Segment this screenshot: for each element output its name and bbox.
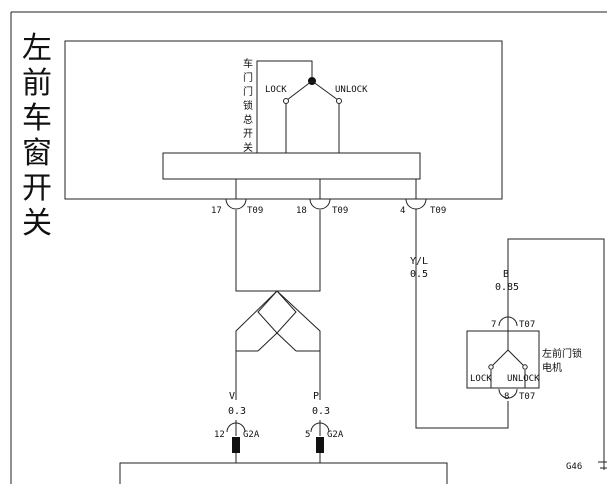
connector-name: T09	[430, 206, 446, 216]
motor-lock-wire	[490, 370, 508, 389]
connector-t09-pin4: 4 T09	[400, 198, 446, 216]
connector-g2a-pin5: 5 G2A	[305, 422, 344, 453]
switch-arm-unlock	[311, 80, 339, 101]
motor-arm-unlock	[507, 349, 525, 367]
module-title-char: 窗	[22, 136, 52, 171]
connector-arc	[310, 422, 330, 433]
wire-yl-pin4-to-motor	[415, 209, 509, 429]
main-door-lock-switch: 车 门 门 锁 总 开 关 LOCK UNLOCK	[243, 57, 368, 154]
connector-t09-pin17: 17 T09	[211, 198, 263, 216]
motor-arm-lock	[491, 349, 509, 367]
connector-name: G2A	[327, 430, 344, 440]
switch-label-char: 门	[243, 85, 253, 98]
motor-unlock-contact	[522, 364, 528, 370]
module-title-char: 左	[22, 31, 52, 66]
switch-arm-lock	[286, 80, 313, 101]
connector-t07-pin7: 7 T07	[491, 316, 535, 330]
motor-label: 电机	[542, 361, 562, 374]
switch-connector-bar	[162, 152, 421, 180]
wire-color-p: P	[313, 391, 319, 402]
connector-name: T07	[519, 320, 535, 330]
module-title-char: 开	[22, 171, 52, 206]
lock-label: LOCK	[265, 85, 287, 95]
module-title-char: 前	[22, 66, 52, 101]
motor-unlock-wire	[508, 370, 526, 389]
crossover-right-diag	[276, 332, 297, 352]
connector-name: T09	[247, 206, 263, 216]
connector-arc	[226, 422, 246, 433]
bottom-module-box	[119, 462, 448, 484]
wire-b-motor-to-ground	[507, 238, 605, 470]
motor-lock-contact	[488, 364, 494, 370]
connector-t09-pin18: 18 T09	[296, 198, 348, 216]
wire-color-v: V	[229, 391, 235, 402]
motor-unlock-label: UNLOCK	[507, 374, 540, 384]
wire-size-v: 0.3	[228, 406, 246, 417]
switch-label-char: 锁	[243, 99, 253, 112]
connector-name: G2A	[243, 430, 260, 440]
connector-terminal	[316, 437, 324, 453]
wire-pin17-to-g2a5	[235, 210, 321, 400]
connector-arc	[405, 198, 427, 210]
module-title-char: 关	[22, 206, 52, 241]
module-title: 左 前 车 窗 开 关	[22, 31, 52, 241]
motor-lock-label: LOCK	[470, 374, 492, 384]
wire-size-b: 0.85	[495, 282, 519, 293]
connector-t07-pin8: 8 T07	[498, 388, 535, 402]
pin-number: 5	[305, 430, 310, 440]
ground-label: G46	[566, 462, 582, 472]
connector-arc	[309, 198, 331, 210]
switch-common-wire	[256, 60, 313, 153]
switch-label-char: 门	[243, 71, 253, 84]
wire-color-b: B	[503, 269, 509, 280]
wire-size-yl: 0.5	[410, 269, 428, 280]
connector-terminal	[232, 437, 240, 453]
switch-label-char: 车	[243, 57, 253, 70]
door-lock-motor: LOCK UNLOCK 左前门锁 电机	[466, 315, 582, 389]
crossover-diamond	[257, 290, 297, 334]
unlock-label: UNLOCK	[335, 85, 368, 95]
switch-label-char: 关	[243, 141, 253, 154]
pin-number: 7	[491, 320, 496, 330]
switch-label-char: 总	[243, 113, 253, 126]
wire-pin18-to-g2a12	[235, 210, 321, 400]
ground-g46: G46	[566, 461, 607, 472]
motor-label: 左前门锁	[542, 347, 582, 360]
connector-name: T09	[332, 206, 348, 216]
switch-unlock-contact	[336, 98, 342, 104]
pin-number: 17	[211, 206, 222, 216]
pin-number: 18	[296, 206, 307, 216]
connector-arc	[498, 388, 518, 399]
connector-arc	[225, 198, 247, 210]
pin-number: 12	[214, 430, 225, 440]
connector-g2a-pin12: 12 G2A	[214, 422, 260, 453]
crossover-left-diag	[257, 332, 278, 352]
switch-lock-contact	[283, 98, 289, 104]
window-switch-module-box	[64, 40, 503, 200]
switch-label-char: 开	[243, 129, 253, 140]
module-title-char: 车	[22, 101, 52, 136]
connector-name: T07	[519, 392, 535, 402]
pin-number: 8	[504, 392, 509, 402]
pin-number: 4	[400, 206, 405, 216]
wire-color-yl: Y/L	[410, 256, 428, 267]
wire-size-p: 0.3	[312, 406, 330, 417]
